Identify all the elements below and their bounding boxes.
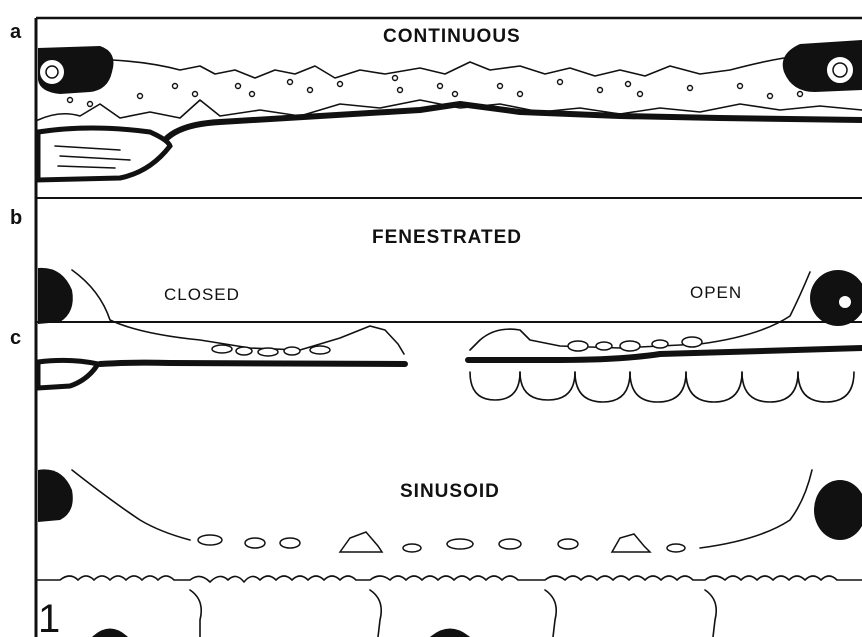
- nucleus-right-a: [783, 40, 862, 92]
- fenestrae-closed: [212, 345, 330, 356]
- glycocalyx-loops-open: [470, 372, 854, 402]
- figure-number: 1: [38, 597, 60, 637]
- hepatocyte-nucleus-1: [92, 629, 128, 637]
- endothelium-outline-left-c: [72, 470, 190, 540]
- panel-c-title: SINUSOID: [400, 481, 500, 502]
- panel-b: b FENESTRATED CLOSED OPEN: [10, 207, 862, 402]
- panel-a-letter: a: [10, 21, 22, 43]
- panel-a: a CONTINUOUS: [10, 21, 862, 180]
- pericyte-b: [38, 360, 98, 388]
- nucleus-left-a: [38, 46, 114, 94]
- nucleus-left-c: [38, 469, 73, 522]
- vesicles-a: [68, 76, 803, 107]
- basement-membrane-a: [165, 104, 862, 140]
- gaps-c: [198, 532, 685, 552]
- pericyte-a: [38, 128, 170, 180]
- panel-b-letter: b: [10, 207, 22, 229]
- endothelium-outline-open: [470, 272, 810, 350]
- hepatocyte-nucleus-2: [430, 629, 470, 637]
- panel-c-letter: c: [10, 327, 21, 349]
- panel-b-title: FENESTRATED: [372, 227, 522, 248]
- panel-c: c SINUSOID: [10, 327, 862, 637]
- endothelium-outline-right-c: [700, 470, 812, 548]
- basement-membrane-open: [468, 348, 862, 360]
- label-open: OPEN: [690, 283, 742, 302]
- nucleus-right-b: [810, 270, 862, 326]
- nucleus-right-c: [814, 480, 862, 540]
- endothelium-outline-closed: [72, 270, 404, 354]
- microvilli-surface-c: [38, 576, 862, 582]
- fenestrae-open: [568, 337, 702, 351]
- panel-a-title: CONTINUOUS: [383, 26, 521, 47]
- label-closed: CLOSED: [164, 285, 240, 304]
- basement-membrane-closed: [100, 363, 405, 364]
- nucleus-left-b: [38, 268, 73, 324]
- endothelium-top-outline-a: [112, 58, 784, 78]
